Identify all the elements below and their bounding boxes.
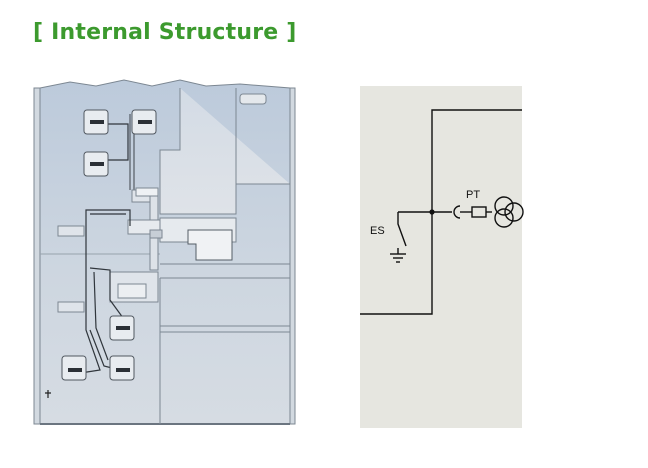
junction-dot [429, 209, 435, 215]
section-title: [ Internal Structure ] [33, 20, 297, 45]
pt-label: PT [466, 189, 480, 201]
transformer-coil-icon [494, 196, 514, 216]
earthing-switch-icon [397, 212, 407, 254]
switchgear-cross-section [33, 79, 296, 425]
ground-mark-icon [45, 390, 51, 398]
single-line-diagram: PT ES [360, 86, 524, 428]
indicator-slot [239, 93, 267, 105]
es-label: ES [370, 225, 385, 237]
connector-cup-icon [453, 205, 461, 219]
contact-assembly [187, 229, 233, 261]
cabinet-left-panel [33, 87, 41, 425]
bushing [57, 301, 85, 313]
cable-routing [73, 123, 144, 375]
cabinet-right-panel [289, 87, 296, 425]
bushing [57, 225, 85, 237]
schematic-background [360, 86, 522, 428]
transformer-coil-icon [494, 208, 514, 228]
